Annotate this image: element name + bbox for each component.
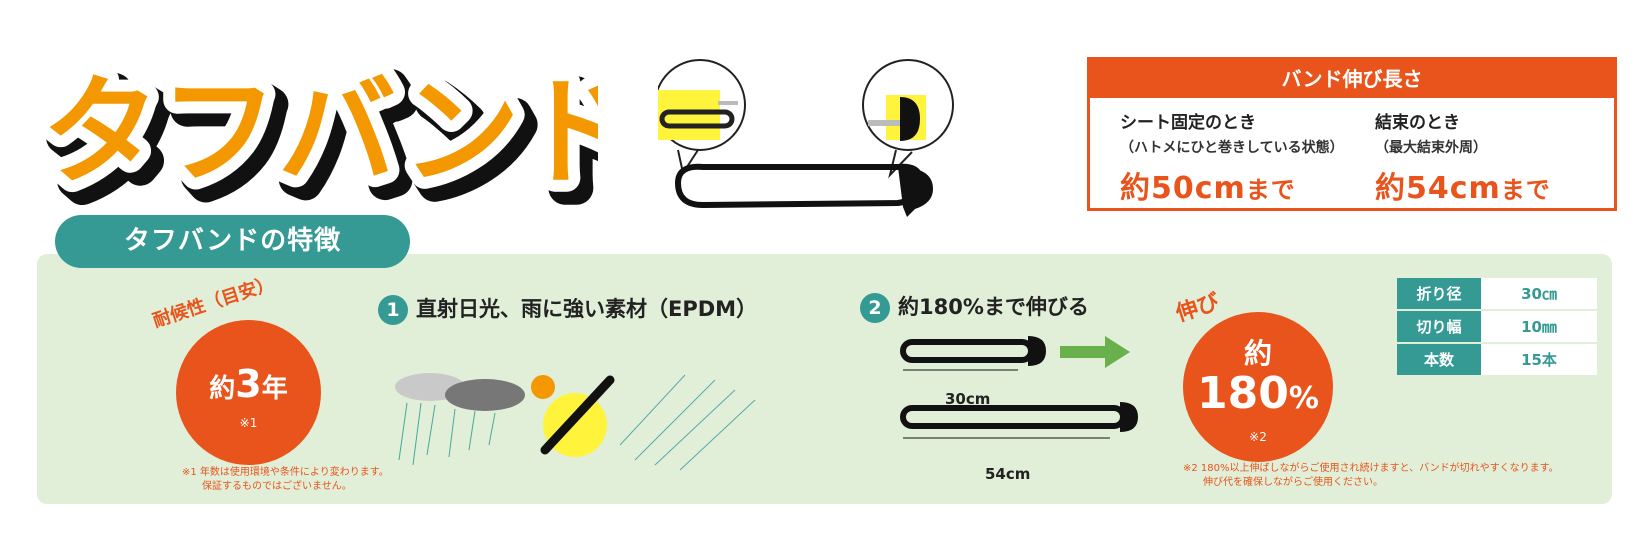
stretch-unit: %: [1288, 381, 1319, 416]
spec-value: 10㎜: [1481, 311, 1597, 342]
spec-key: 切り幅: [1397, 311, 1481, 342]
band-illustration: [654, 55, 988, 225]
band-long-knob: [1120, 402, 1138, 432]
band-knob-right: [900, 97, 920, 141]
sheet-fix-value-line: 約50cmまで: [1120, 163, 1344, 207]
spec-value: 30㎝: [1481, 278, 1597, 309]
durability-footnote: ※1 年数は使用環境や条件により変わります。 保証するものではございません。: [182, 466, 389, 494]
sun-icon: [531, 375, 555, 399]
sheet-fix-column: シート固定のとき （ハトメにひと巻きしている状態） 約50cmまで: [1120, 108, 1344, 207]
cloud-icon: [395, 373, 525, 411]
durability-prefix: 約: [209, 374, 236, 404]
feature-2-number: 2: [860, 293, 890, 323]
spec-key: 本数: [1397, 344, 1481, 375]
stretch-note-mark: ※2: [1249, 430, 1267, 444]
stretch-footnote: ※2 180%以上伸ばしながらご使用され続けますと、バンドが切れやすくなります。…: [1183, 462, 1559, 490]
bubble-yellow-left: [658, 90, 720, 140]
arrow-right-icon: [1060, 336, 1130, 368]
durability-value: 3: [235, 362, 262, 406]
spec-key: 折り径: [1397, 278, 1481, 309]
stretch-illustration: [900, 330, 1140, 490]
stretch-footnote-2: 伸び代を確保しながらご使用ください。: [1203, 477, 1383, 488]
dimension-short: 30cm: [945, 390, 991, 408]
product-logo: タフバンド タフバンド タフバンド: [30, 51, 663, 226]
stretch-circle: 約 180% ※2: [1183, 312, 1333, 462]
feature-2: 2 約180%まで伸びる: [860, 291, 1089, 323]
bundle-value-line: 約54cmまで: [1375, 163, 1551, 207]
bundle-suffix: まで: [1500, 176, 1551, 204]
weather-illustration: [395, 365, 775, 475]
spec-table: 折り径 30㎝ 切り幅 10㎜ 本数 15本: [1397, 276, 1597, 377]
logo-shadow: タフバンド: [52, 73, 598, 205]
spec-row: 本数 15本: [1397, 344, 1597, 375]
sheet-fix-label: シート固定のとき: [1120, 113, 1256, 133]
stretch-value-line: 180%: [1183, 368, 1333, 419]
spec-row: 切り幅 10㎜: [1397, 311, 1597, 342]
feature-1-number: 1: [378, 295, 408, 325]
durability-circle: 約3年 ※1: [176, 320, 321, 465]
feature-1-text: 直射日光、雨に強い素材（EPDM）: [416, 297, 758, 321]
logo-outline: タフバンド: [42, 63, 598, 201]
band-short-knob: [1028, 336, 1046, 366]
features-tab: タフバンドの特徴: [55, 215, 410, 268]
durability-footnote-2: 保証するものではございません。: [202, 481, 352, 492]
band-loop: [674, 163, 924, 209]
stretch-value: 180: [1197, 368, 1289, 419]
bundle-column: 結束のとき （最大結束外周） 約54cmまで: [1375, 108, 1551, 207]
band-length-title: バンド伸び長さ: [1090, 60, 1614, 98]
sheet-fix-sub: （ハトメにひと巻きしている状態）: [1120, 140, 1344, 156]
sheet-fix-value: 約50cm: [1120, 171, 1246, 206]
band-icon: [540, 375, 615, 455]
stretch-footnote-1: ※2 180%以上伸ばしながらご使用され続けますと、バンドが切れやすくなります。: [1183, 463, 1559, 474]
spec-row: 折り径 30㎝: [1397, 278, 1597, 309]
band-length-box: バンド伸び長さ シート固定のとき （ハトメにひと巻きしている状態） 約50cmま…: [1087, 57, 1617, 211]
feature-2-text: 約180%まで伸びる: [898, 295, 1089, 319]
band-short: [900, 339, 1034, 363]
band-knob: [898, 167, 933, 217]
bundle-sub: （最大結束外周）: [1375, 140, 1487, 156]
band-long: [900, 405, 1126, 429]
band-end-left: [659, 109, 735, 129]
spec-value: 15本: [1481, 344, 1597, 375]
durability-footnote-1: ※1 年数は使用環境や条件により変わります。: [182, 467, 389, 478]
durability-value-line: 約3年: [176, 362, 321, 406]
bundle-value: 約54cm: [1375, 171, 1501, 206]
rain-icon: [398, 402, 496, 466]
bundle-label: 結束のとき: [1375, 113, 1460, 133]
dimension-long: 54cm: [985, 465, 1031, 483]
stretch-prefix: 約: [1243, 337, 1272, 370]
durability-note-mark: ※1: [239, 416, 258, 430]
feature-1: 1 直射日光、雨に強い素材（EPDM）: [378, 293, 757, 325]
durability-unit: 年: [261, 374, 288, 404]
wind-rain-icon: [619, 374, 756, 471]
logo-text: タフバンド: [42, 63, 598, 201]
sheet-fix-suffix: まで: [1245, 176, 1296, 204]
